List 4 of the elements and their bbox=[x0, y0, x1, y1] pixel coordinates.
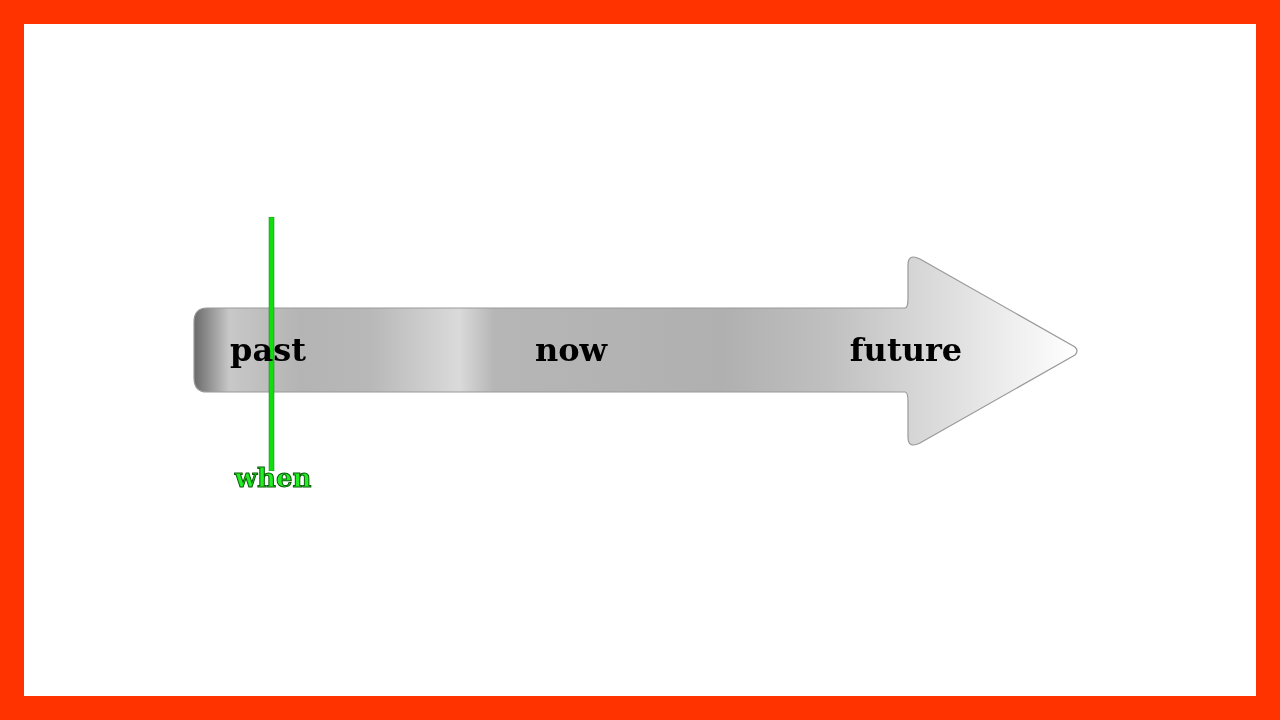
arrow-label: future bbox=[849, 331, 963, 369]
timeline-arrow bbox=[193, 253, 1079, 449]
marker-label: when bbox=[234, 463, 312, 493]
arrow-label: now bbox=[534, 331, 608, 369]
